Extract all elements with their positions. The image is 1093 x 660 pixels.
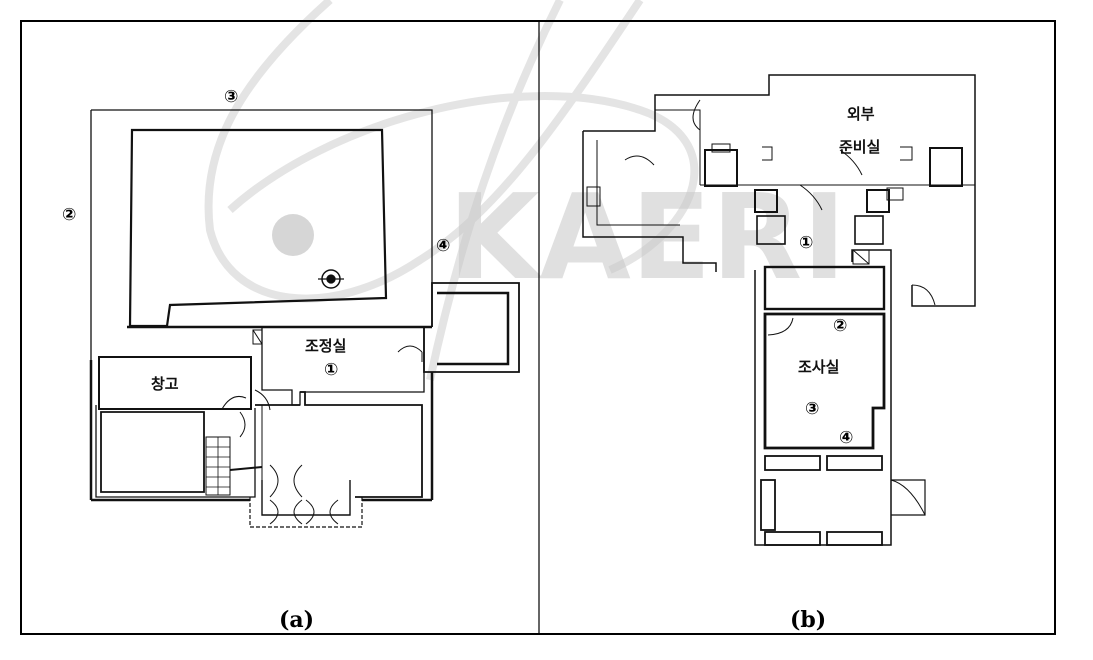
prep-room-label-line1: 외부: [847, 105, 875, 123]
storage-label: 창고: [151, 375, 179, 393]
watermark-logo: [204, 0, 699, 381]
storage-outline: [98, 356, 252, 410]
entrance-porch: [249, 497, 363, 528]
panel-b-caption: (b): [790, 607, 826, 633]
watermark-dot: [272, 214, 314, 256]
marker-b-2: ②: [833, 316, 847, 336]
marker-a-4: ④: [436, 236, 450, 256]
prep-room-label-line2: 준비실: [839, 138, 880, 156]
marker-a-3: ③: [224, 87, 238, 107]
marker-b-3: ③: [805, 399, 819, 419]
figure-border: [20, 20, 1056, 635]
panel-a-floorplan: [89, 109, 520, 528]
marker-a-1: ①: [324, 360, 338, 380]
panel-b-floorplan: [582, 74, 976, 546]
marker-a-2: ②: [62, 205, 76, 225]
panel-a-caption: (a): [279, 607, 314, 633]
marker-b-1: ①: [799, 233, 813, 253]
control-room-label: 조정실: [305, 337, 346, 355]
survey-room-outline: [763, 312, 886, 450]
survey-room-label: 조사실: [798, 358, 839, 376]
marker-b-4: ④: [839, 428, 853, 448]
